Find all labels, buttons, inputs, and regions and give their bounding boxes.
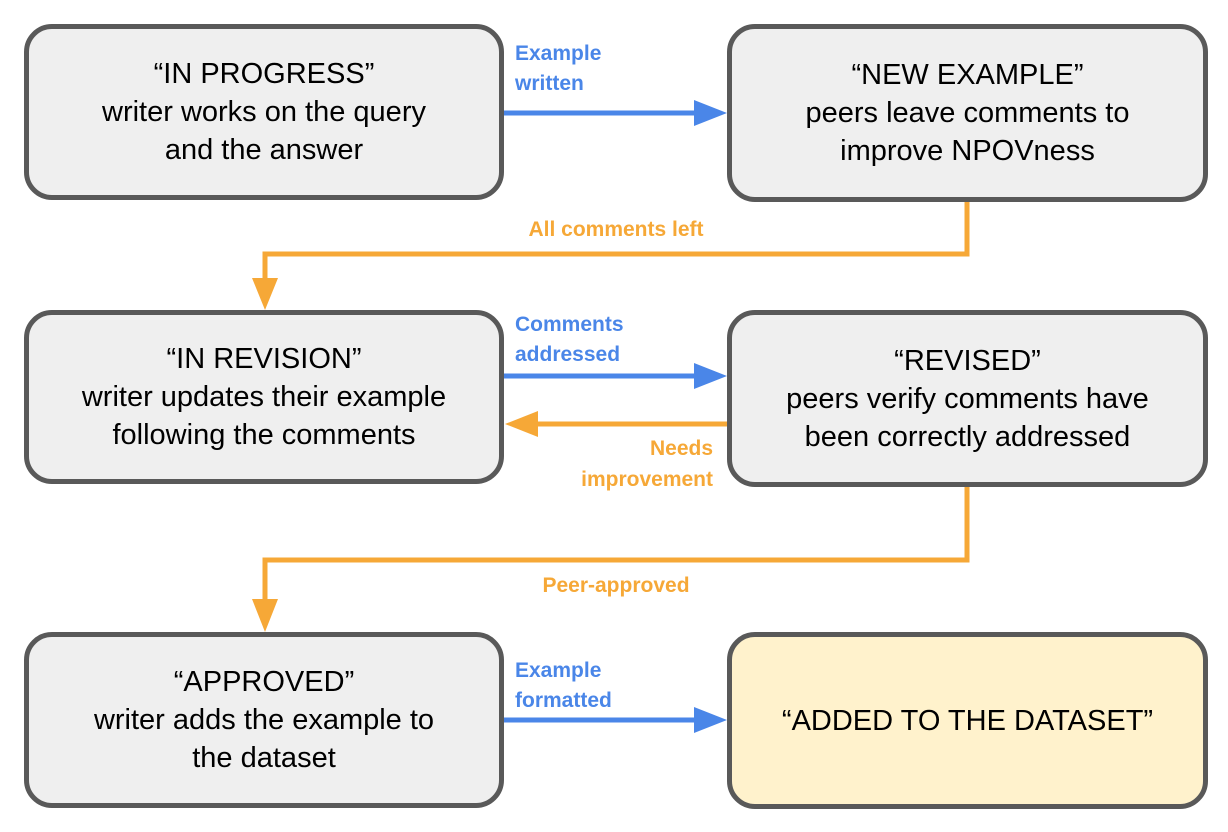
node-new-example: “NEW EXAMPLE” peers leave comments to im… — [727, 24, 1208, 202]
node-title: “ADDED TO THE DATASET” — [781, 704, 1154, 737]
node-description-line: following the comments — [112, 419, 416, 451]
edge-label-peer-approved: Peer-approved — [542, 574, 689, 597]
node-title: “IN REVISION” — [166, 343, 362, 375]
edge-label-comments-addressed-2: addressed — [515, 343, 620, 366]
node-title: “IN PROGRESS” — [153, 58, 375, 90]
node-revised: “REVISED” peers verify comments have bee… — [727, 310, 1208, 487]
edge-label-comments-addressed-1: Comments — [515, 313, 624, 336]
node-description-line: improve NPOVness — [840, 135, 1095, 167]
arrowhead-icon — [252, 599, 278, 632]
arrowhead-icon — [694, 707, 727, 733]
arrowhead-icon — [252, 278, 278, 310]
node-title: “NEW EXAMPLE” — [851, 59, 1084, 91]
edge-example-written: Example written — [503, 42, 727, 126]
node-title: “APPROVED” — [173, 666, 355, 698]
edge-needs-improvement: Needs improvement — [505, 411, 727, 491]
node-in-progress: “IN PROGRESS” writer works on the query … — [24, 24, 504, 200]
arrowhead-icon — [694, 100, 727, 126]
edge-label-example-written-1: Example — [515, 42, 601, 65]
node-approved: “APPROVED” writer adds the example to th… — [24, 632, 504, 808]
node-description-line: peers verify comments have — [786, 382, 1149, 415]
node-added-to-dataset: “ADDED TO THE DATASET” — [727, 632, 1208, 809]
node-title: “REVISED” — [894, 344, 1041, 377]
edge-label-example-formatted-2: formatted — [515, 689, 612, 712]
arrowhead-icon — [505, 411, 538, 437]
node-description-line: the dataset — [192, 742, 336, 774]
node-in-revision: “IN REVISION” writer updates their examp… — [24, 310, 504, 484]
edge-label-needs-improvement-1: Needs — [650, 437, 713, 460]
edge-peer-approved: Peer-approved — [252, 487, 970, 632]
arrowhead-icon — [694, 363, 727, 389]
node-description-line: writer adds the example to — [93, 704, 435, 736]
edge-label-all-comments-left: All comments left — [528, 218, 703, 241]
edge-comments-addressed: Comments addressed — [503, 313, 727, 389]
node-description-line: been correctly addressed — [804, 420, 1131, 453]
edge-label-example-written-2: written — [514, 72, 584, 95]
node-description-line: and the answer — [164, 134, 364, 166]
edge-label-needs-improvement-2: improvement — [581, 468, 713, 491]
node-description-line: writer updates their example — [81, 381, 447, 413]
node-description-line: peers leave comments to — [805, 97, 1130, 129]
node-description-line: writer works on the query — [102, 96, 426, 128]
edge-example-formatted: Example formatted — [503, 659, 727, 733]
edge-label-example-formatted-1: Example — [515, 659, 601, 682]
edge-all-comments-left: All comments left — [252, 202, 970, 310]
